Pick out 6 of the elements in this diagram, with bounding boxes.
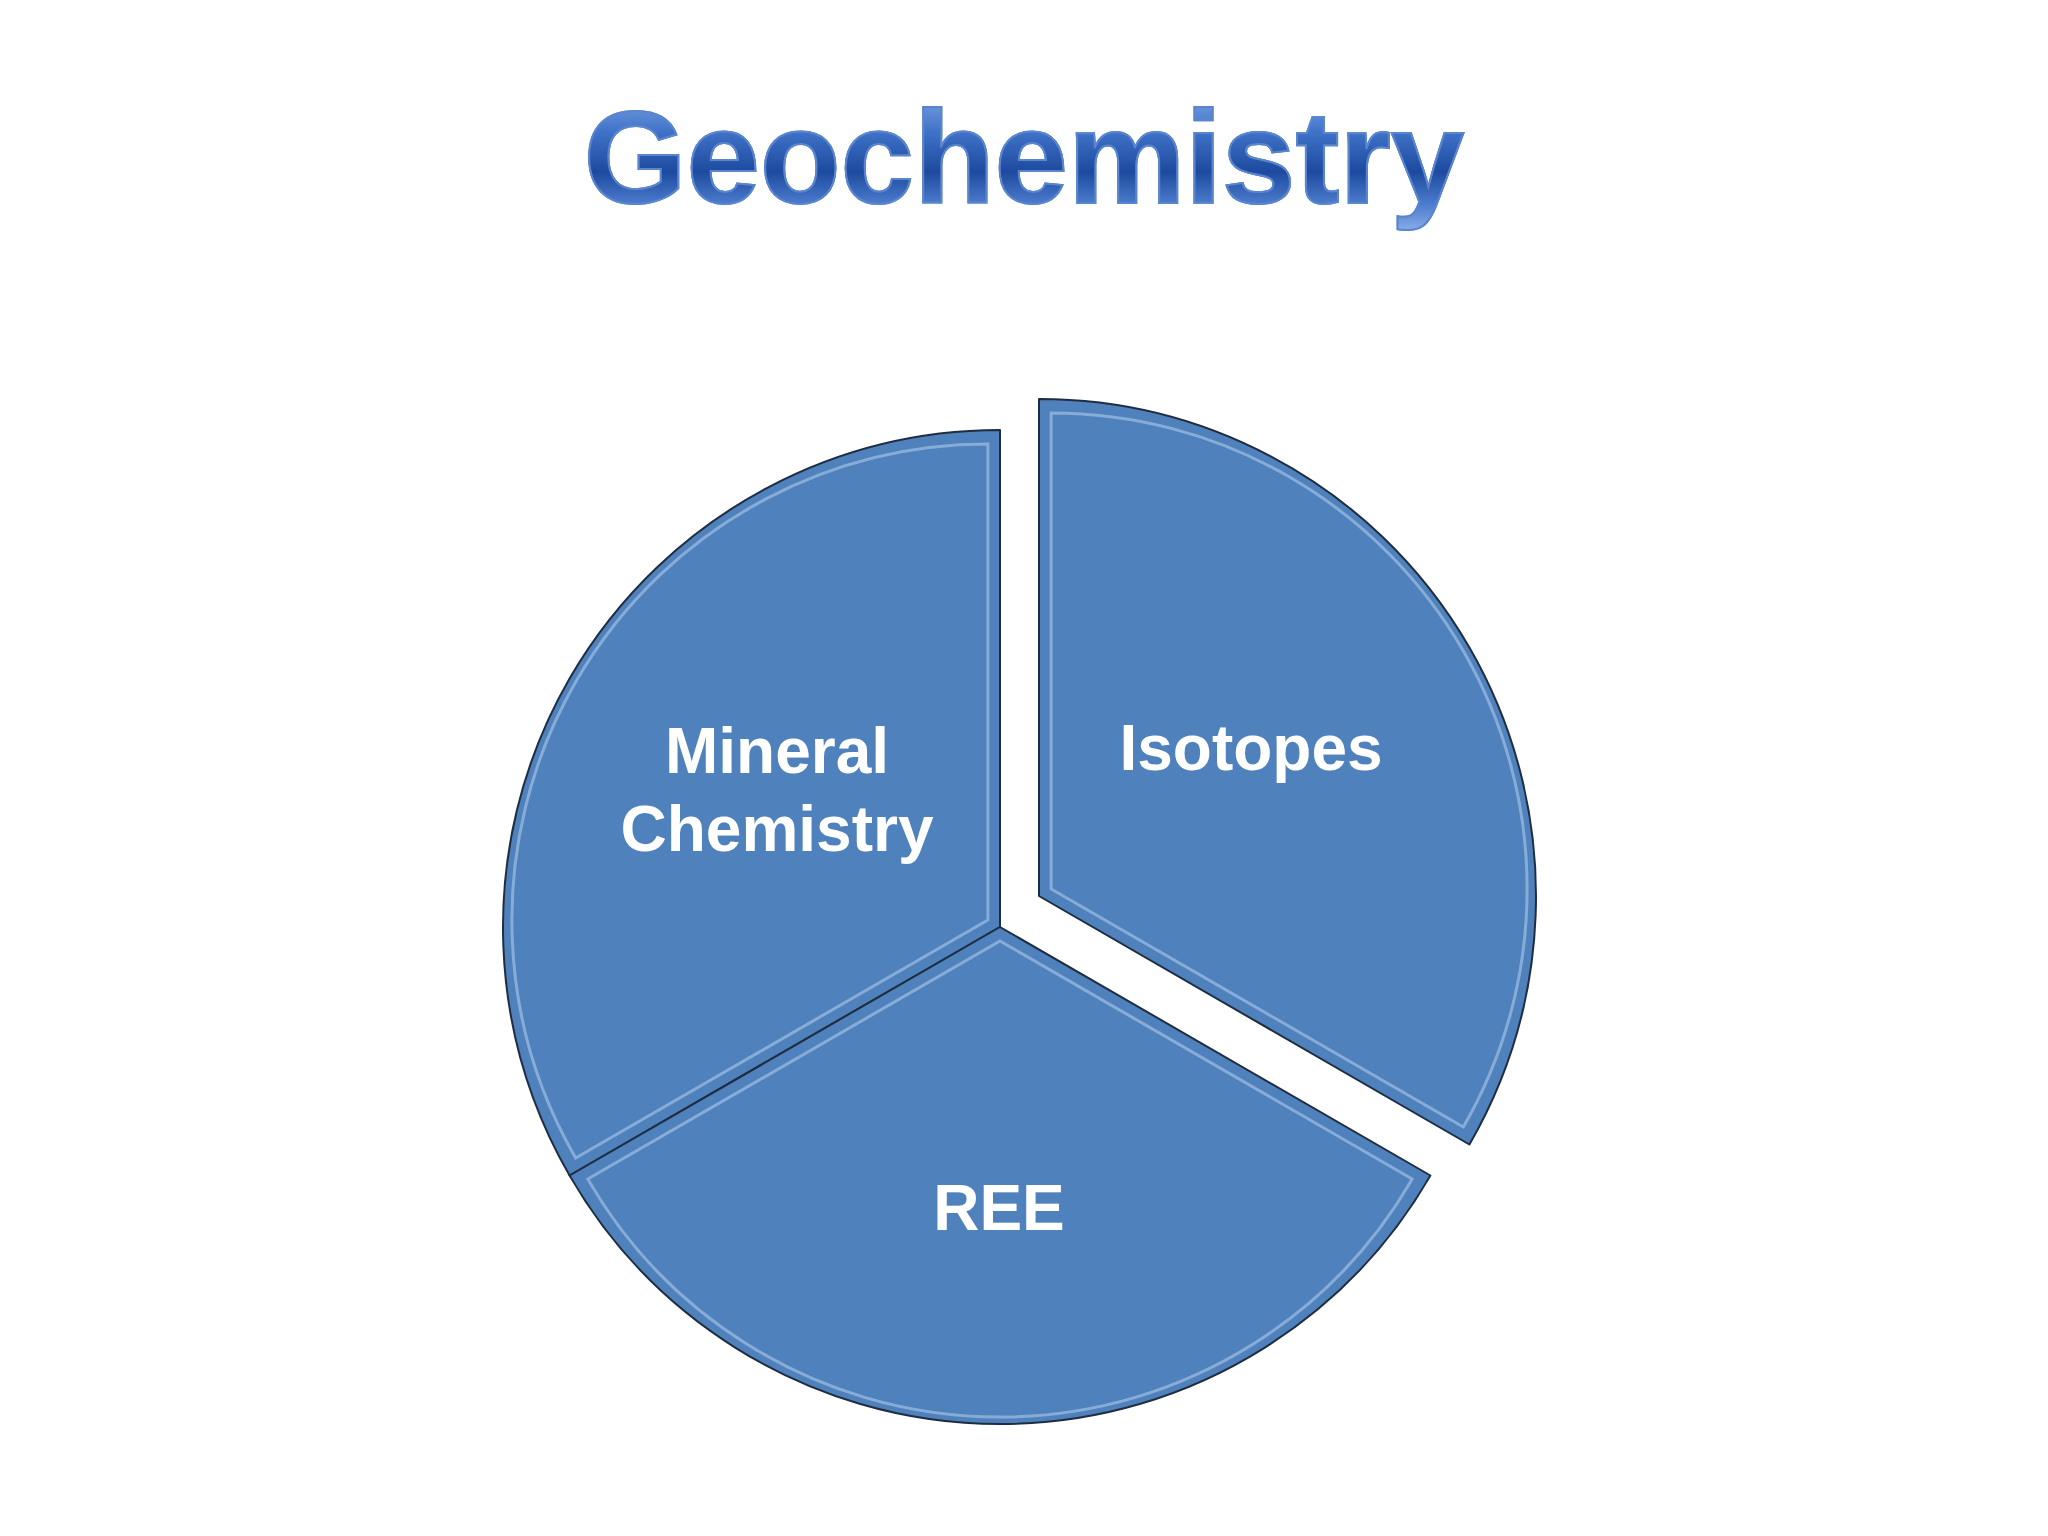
segment-label: Isotopes [1119,710,1383,786]
pie-segment [1037,397,1538,1147]
segment-label: REE [933,1170,1065,1246]
segment-label: Mineral Chemistry [620,713,934,867]
pie-segment [501,428,1002,1178]
pie-segment [567,925,1433,1426]
